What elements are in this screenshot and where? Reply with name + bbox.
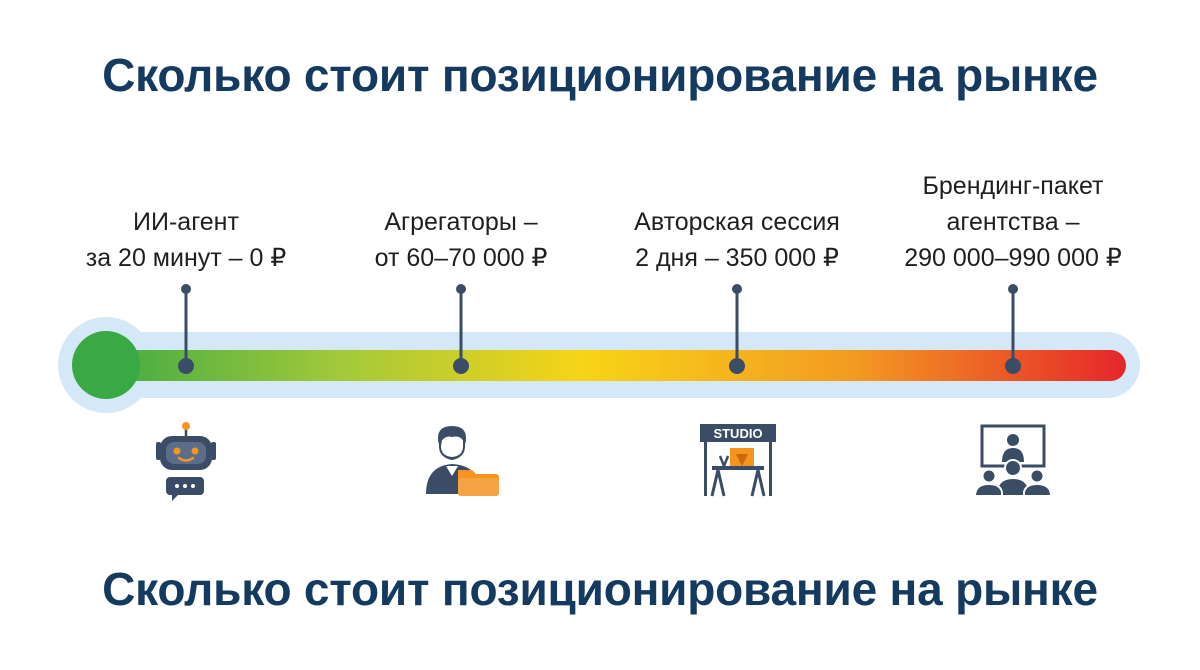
tier-label-line: ИИ-агент <box>133 208 239 236</box>
tier-label-line: 2 дня – 350 000 ₽ <box>635 244 839 272</box>
scale-gradient-bar <box>80 350 1126 381</box>
robot-chat-icon <box>156 422 216 501</box>
tier-label-ai-agent: ИИ-агент за 20 минут – 0 ₽ <box>86 204 287 276</box>
page-title: Сколько стоит позиционирование на рынке <box>102 49 1098 101</box>
tier-label-line: от 60–70 000 ₽ <box>374 244 548 272</box>
tier-marker-agency-branding <box>1005 284 1021 374</box>
presentation-audience-icon <box>974 424 1052 497</box>
tier-label-line: Авторская сессия <box>634 208 840 236</box>
tier-label-line: агентства – <box>946 208 1080 236</box>
person-folder-icon <box>426 426 499 496</box>
tier-label-line: 290 000–990 000 ₽ <box>904 244 1122 272</box>
footer-title: Сколько стоит позиционирование на рынке <box>102 563 1098 615</box>
tier-marker-aggregators <box>453 284 469 374</box>
tier-marker-ai-agent <box>178 284 194 374</box>
tier-label-line: Брендинг-пакет <box>922 172 1104 200</box>
tier-label-agency-branding: Брендинг-пакет агентства – 290 000–990 0… <box>904 168 1122 276</box>
tier-marker-author-session <box>729 284 745 374</box>
studio-icon: STUDIO <box>700 424 776 497</box>
studio-sign-text: STUDIO <box>713 426 762 441</box>
tier-label-line: Агрегаторы – <box>384 208 538 236</box>
tier-label-line: за 20 минут – 0 ₽ <box>85 244 287 272</box>
tier-label-aggregators: Агрегаторы – от 60–70 000 ₽ <box>375 204 548 276</box>
tier-label-author-session: Авторская сессия 2 дня – 350 000 ₽ <box>634 204 840 276</box>
scale-start-knob <box>72 331 140 399</box>
